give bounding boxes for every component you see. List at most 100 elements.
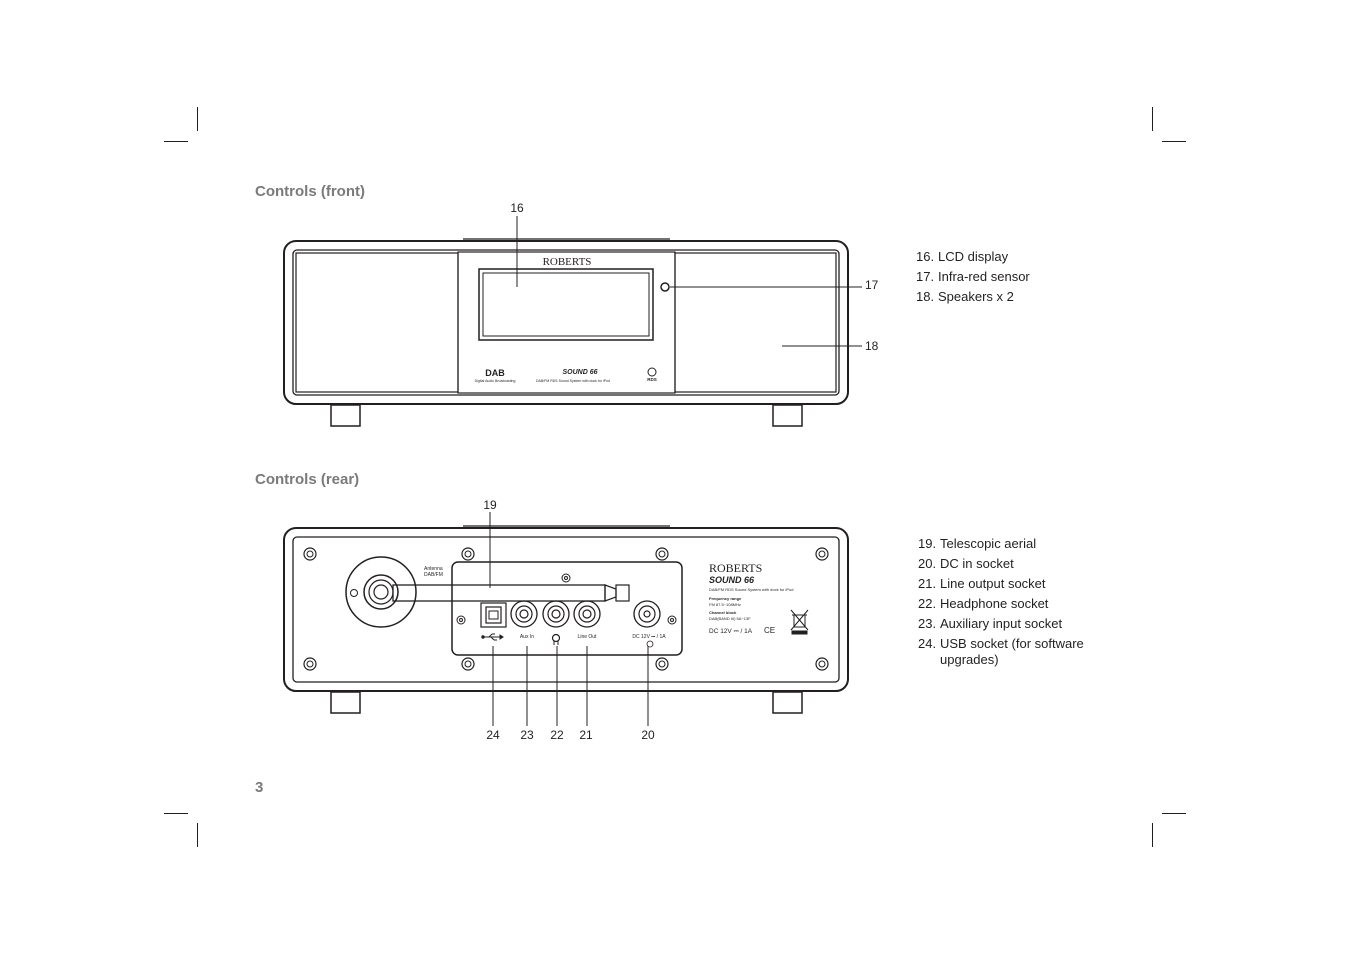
legend-item: 22.Headphone socket xyxy=(918,596,1103,612)
rear-model-subtitle: DAB/FM RDS Sound System with dock for iP… xyxy=(709,587,793,592)
aux-in-label: Aux In xyxy=(520,634,534,640)
screw-icon xyxy=(655,547,669,561)
legend-number: 22. xyxy=(918,596,937,611)
legend-item: 18.Speakers x 2 xyxy=(916,289,1116,305)
rear-inner-frame xyxy=(292,536,840,683)
crop-mark xyxy=(1162,813,1186,814)
ce-mark: CE xyxy=(764,626,775,635)
rear-legend: 19.Telescopic aerial 20.DC in socket 21.… xyxy=(918,536,1103,672)
legend-number: 16. xyxy=(916,249,935,264)
callout-19: 19 xyxy=(483,498,497,512)
antenna-label-band: DAB/FM xyxy=(424,572,443,578)
page-number: 3 xyxy=(255,779,264,796)
legend-item: 23.Auxiliary input socket xyxy=(918,616,1103,632)
antenna-ring-inner xyxy=(368,579,394,605)
left-foot xyxy=(330,691,361,714)
connector-panel xyxy=(451,561,683,656)
crop-mark xyxy=(1152,823,1153,847)
rear-dc-label: DC 12V ⎓ / 1A xyxy=(709,628,753,635)
antenna-ring xyxy=(363,574,399,610)
usb-socket-inner xyxy=(485,606,502,624)
dab-logo: DAB xyxy=(485,368,505,378)
dc-polarity-icon xyxy=(646,640,654,648)
front-inner-frame xyxy=(292,249,840,396)
crop-mark xyxy=(1152,107,1153,131)
screw-icon xyxy=(815,657,829,671)
front-body xyxy=(283,240,849,405)
usb-socket xyxy=(480,602,507,628)
legend-item: 16.LCD display xyxy=(916,249,1116,265)
rear-model-logo: SOUND 66 xyxy=(709,575,755,585)
callout-22: 22 xyxy=(550,728,564,742)
legend-number: 23. xyxy=(918,616,937,631)
line-out-socket xyxy=(573,600,601,628)
usb-port xyxy=(488,610,499,620)
screw-icon xyxy=(561,573,571,583)
screw-icon xyxy=(655,657,669,671)
weee-bin-icon xyxy=(790,609,809,635)
screw-icon xyxy=(461,657,475,671)
lcd-inner xyxy=(482,272,650,337)
aerial-end xyxy=(615,584,630,602)
dc-in-socket xyxy=(633,600,661,628)
legend-item: 19.Telescopic aerial xyxy=(918,536,1103,552)
legend-text: USB socket (for software upgrades) xyxy=(940,636,1084,667)
model-subtitle: DAB/FM RDS Sound System with dock for iP… xyxy=(536,379,610,383)
legend-number: 20. xyxy=(918,556,937,571)
screw-icon xyxy=(461,547,475,561)
ir-sensor-icon xyxy=(660,282,670,292)
legend-item: 21.Line output socket xyxy=(918,576,1103,592)
legend-text: Infra-red sensor xyxy=(938,269,1030,284)
line-out-core xyxy=(551,609,561,619)
legend-number: 19. xyxy=(918,536,937,551)
legend-number: 18. xyxy=(916,289,935,304)
rear-heading: Controls (rear) xyxy=(255,471,360,488)
legend-item: 20.DC in socket xyxy=(918,556,1103,572)
legend-number: 24. xyxy=(918,636,937,651)
legend-text: Speakers x 2 xyxy=(938,289,1014,304)
dc-in-ring xyxy=(638,605,656,623)
screw-icon xyxy=(456,615,466,625)
crop-mark xyxy=(164,141,188,142)
crop-mark xyxy=(197,823,198,847)
aerial-tip xyxy=(604,584,617,602)
callout-21: 21 xyxy=(579,728,593,742)
screw-icon xyxy=(815,547,829,561)
left-foot xyxy=(330,404,361,427)
rear-body xyxy=(283,527,849,692)
antenna-label: Antenna xyxy=(424,566,443,572)
usb-icon xyxy=(481,633,504,641)
crop-mark xyxy=(164,813,188,814)
screw-icon xyxy=(667,615,677,625)
front-brand-logo: ROBERTS xyxy=(543,256,592,268)
legend-text: Auxiliary input socket xyxy=(940,616,1063,631)
line-out-label: Line Out xyxy=(578,634,598,640)
model-logo: SOUND 66 xyxy=(562,369,597,376)
headphone-socket xyxy=(551,633,561,643)
right-foot xyxy=(772,404,803,427)
rds-logo: RDS xyxy=(647,377,657,382)
rear-brand-logo: ROBERTS xyxy=(709,561,762,575)
legend-item: 24.USB socket (for software upgrades) xyxy=(918,636,1103,668)
frequency-title: Frequency range xyxy=(709,596,742,601)
center-panel xyxy=(457,251,676,394)
callout-16: 16 xyxy=(510,201,524,215)
legend-text: Headphone socket xyxy=(940,596,1049,611)
legend-number: 21. xyxy=(918,576,937,591)
callout-20: 20 xyxy=(641,728,655,742)
callout-23: 23 xyxy=(520,728,534,742)
callout-18: 18 xyxy=(865,339,879,353)
legend-text: LCD display xyxy=(938,249,1009,264)
screw-icon xyxy=(303,657,317,671)
line-out-ring xyxy=(578,605,596,623)
dc-in-core xyxy=(643,610,651,618)
front-legend: 16.LCD display 17.Infra-red sensor 18.Sp… xyxy=(916,249,1116,309)
screw-icon xyxy=(303,547,317,561)
legend-number: 17. xyxy=(916,269,935,284)
line-out-core xyxy=(582,609,592,619)
aux-in-core xyxy=(519,609,529,619)
legend-text: Telescopic aerial xyxy=(940,536,1037,551)
line-out-socket xyxy=(542,600,570,628)
